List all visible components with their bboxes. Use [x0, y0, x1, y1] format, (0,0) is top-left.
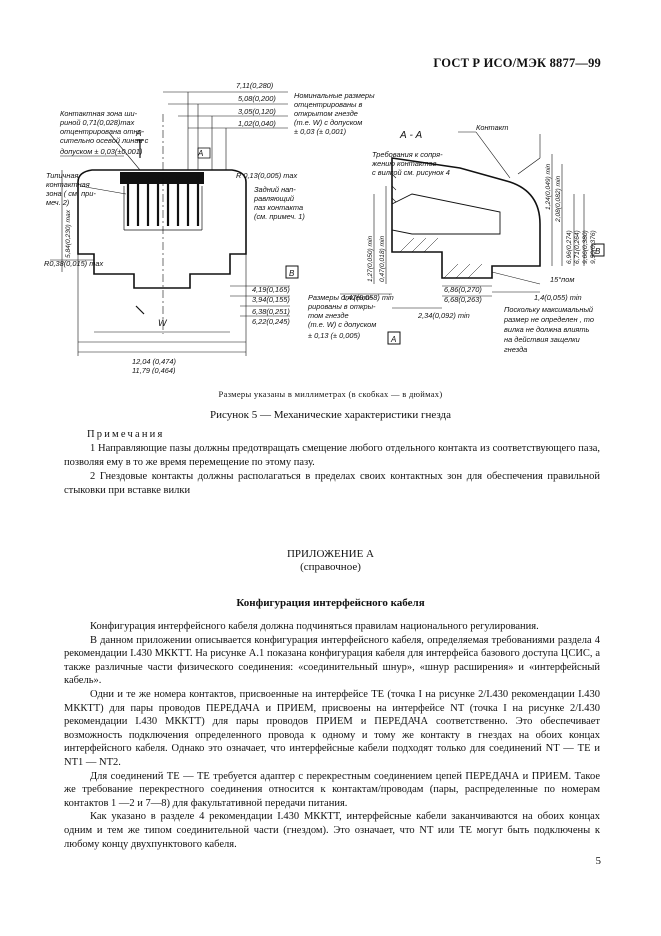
dim-label: 6,68(0,263): [444, 295, 482, 304]
plug-note-line: вилка не должна влиять: [504, 325, 590, 334]
contact-zone-note-line: допуском ± 0,03(±0,001): [60, 147, 143, 156]
dim-label: 6,96(0,274): [566, 230, 573, 264]
dim-label: 1,24(0,049) min: [545, 163, 552, 210]
rear-guide-note-line: (см. примеч. 1): [254, 212, 305, 221]
figure-units-note: Размеры указаны в миллиметрах (в скобках…: [218, 389, 443, 399]
center-sizes-note-line: (т.е. W) с допуском: [308, 320, 376, 329]
body-text: Конфигурация интерфейсного кабеля должна…: [64, 620, 600, 851]
notes-title: Примечания: [87, 429, 165, 440]
section-letter: A: [135, 129, 141, 138]
contact-number: 2: [135, 175, 140, 182]
dim-label: 1,02(0,040): [238, 119, 276, 128]
dim-label: 7,11(0,280): [236, 81, 274, 90]
contact-zone-note-line: сительно осевой линии с: [60, 136, 149, 145]
dim-label: 5,84(0,230) max: [65, 209, 72, 258]
dim-label: R 0,13(0,005) max: [236, 171, 298, 180]
center-sizes-note-line: рированы в откры-: [307, 302, 376, 311]
dim-label: 4,19(0,165): [252, 285, 290, 294]
center-sizes-note-line: том гнезде: [308, 311, 349, 320]
dim-label: 12,04 (0,474): [132, 357, 177, 366]
nominal-note-line: (т.е. W) с допуском: [294, 118, 362, 127]
plug-note-line: на действия защелки: [504, 335, 580, 344]
rear-guide-note-line: паз контакта: [254, 203, 303, 212]
contact-number: 1: [126, 175, 130, 182]
dim-label: 6,86(0,270): [444, 285, 482, 294]
dim-label: 6,22(0,245): [252, 317, 290, 326]
typical-zone-note-line: меч. 2): [46, 198, 70, 207]
socket-front-view: [50, 91, 299, 356]
section-title: Конфигурация интерфейсного кабеля: [236, 597, 425, 609]
figure-caption: Рисунок 5 — Механические характеристики …: [209, 409, 452, 421]
typical-zone-note-line: контактная: [46, 180, 90, 189]
dim-label: 3,05(0,120): [238, 107, 276, 116]
dim-label: 1,47(0,058) min: [342, 293, 394, 302]
contact-zone-note-line: отцентрирована отно-: [60, 127, 145, 136]
center-sizes-note-line: Размеры отцент-: [308, 293, 373, 302]
appendix-subtitle: (справочное): [300, 561, 361, 573]
paragraph: Для соединений ТЕ — ТЕ требуется адаптер…: [64, 770, 600, 809]
note-item: 1 Направляющие пазы должны предотвращать…: [64, 443, 600, 468]
rear-guide-note-line: равляющий: [253, 194, 294, 203]
datum-letter: B: [289, 269, 295, 278]
section-title: А - А: [399, 130, 423, 141]
datum-letter: A: [390, 335, 396, 344]
plug-note-line: гнезда: [504, 345, 527, 354]
dim-label: 9,66(0,380): [582, 230, 589, 264]
dim-label: 5,08(0,200): [238, 94, 276, 103]
contact-zone-note-line: Контактная зона ши-: [60, 109, 138, 118]
contact-number: 7: [186, 175, 190, 182]
nominal-note-line: Номинальные размеры: [294, 91, 375, 100]
rear-guide-note-line: Задний нап-: [254, 185, 296, 194]
angle-label: 15°пом: [550, 275, 574, 284]
requirements-note-line: жению контактов: [371, 159, 437, 168]
section-a-a-view: [340, 131, 605, 345]
dim-label: 9,56(0,376): [590, 230, 597, 264]
page-number: 5: [595, 855, 602, 867]
notes-block: Примечания 1 Направляющие пазы должны пр…: [64, 428, 600, 498]
dim-label: R0,38(0,015) max: [44, 259, 103, 268]
appendix-heading: ПРИЛОЖЕНИЕ А (справочное): [0, 548, 661, 574]
plug-note-line: размер не определен , то: [503, 315, 594, 324]
dim-label: 6,38(0,251): [252, 307, 290, 316]
dim-label: 1,27(0,050) min: [367, 235, 374, 282]
requirements-note-line: с вилкой см. рисунок 4: [372, 168, 450, 177]
section-letter: A: [197, 149, 203, 158]
dim-letter-w: W: [158, 318, 168, 328]
contact-number: 3: [146, 175, 150, 182]
typical-zone-note-line: зона ( см. при-: [45, 189, 96, 198]
dim-label: 2,34(0,092) min: [417, 311, 470, 320]
contact-label: Контакт: [476, 123, 508, 132]
nominal-note-line: отцентрированы в: [294, 100, 363, 109]
contact-number: 6: [176, 175, 180, 182]
dim-label: 3,94(0,155): [252, 295, 290, 304]
dim-label: 2,08(0,082) min: [555, 175, 562, 223]
paragraph: Одни и те же номера контактов, присвоенн…: [64, 688, 600, 768]
note-item: 2 Гнездовые контакты должны располагатьс…: [64, 471, 600, 496]
contact-zone-note-line: риной 0,71(0,028)max: [59, 118, 135, 127]
requirements-note-line: Требования к сопря-: [372, 150, 443, 159]
center-sizes-note-line: ± 0,13 (± 0,005): [308, 331, 361, 340]
document-header: ГОСТ Р ИСО/МЭК 8877—99: [433, 56, 601, 70]
technical-drawing: 7,11(0,280) 5,08(0,200) 3,05(0,120) 1,02…: [40, 74, 630, 374]
nominal-note-line: ± 0,03 (± 0,001): [294, 127, 347, 136]
contact-number: 4: [156, 175, 160, 182]
paragraph: Как указано в разделе 4 рекомендации I.4…: [64, 811, 600, 850]
paragraph: В данном приложении описывается конфигур…: [64, 634, 600, 687]
dim-label: 11,79 (0,464): [132, 366, 176, 374]
dim-label: 0,47(0,018) min: [379, 235, 386, 282]
typical-zone-note-line: Типичная: [46, 171, 79, 180]
paragraph: Конфигурация интерфейсного кабеля должна…: [90, 621, 539, 632]
dim-label: 6,71(0,264): [574, 230, 581, 264]
dim-label: 1,4(0,055) min: [534, 293, 582, 302]
appendix-title: ПРИЛОЖЕНИЕ А: [286, 548, 374, 560]
datum-letter: B: [595, 247, 601, 256]
contact-number: 8: [196, 175, 200, 182]
contact-number: 5: [166, 175, 170, 182]
plug-note-line: Поскольку максимальный: [504, 305, 593, 314]
nominal-note-line: открытом гнезде: [294, 109, 358, 118]
